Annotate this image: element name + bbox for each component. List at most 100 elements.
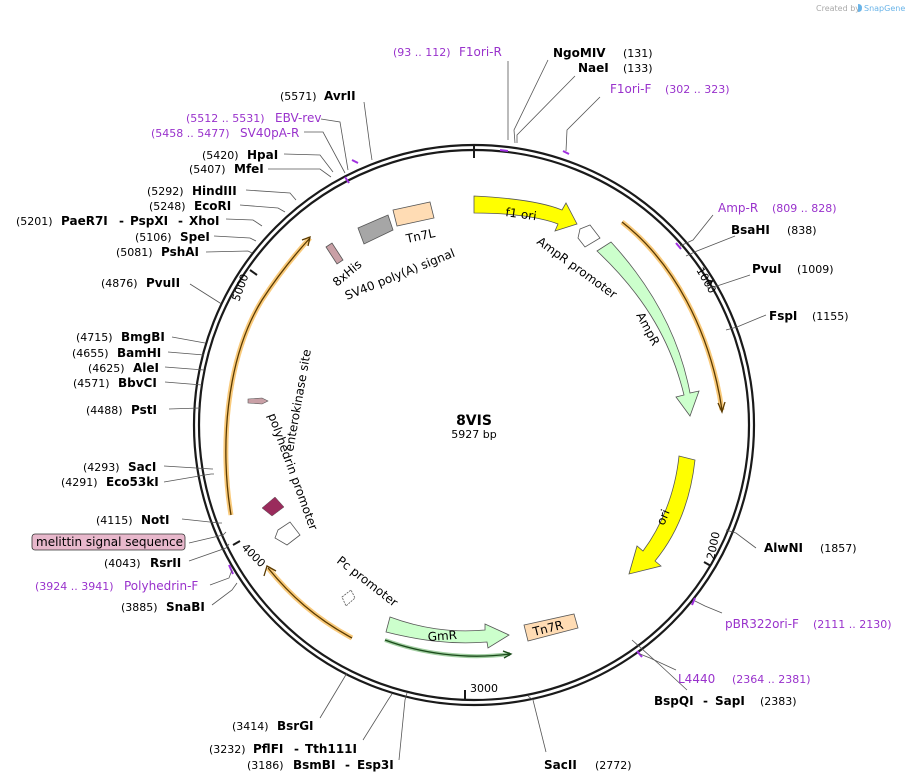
site-bbvci[interactable]: (4571) BbvCI (73, 376, 157, 390)
svg-text:BmgBI: BmgBI (121, 330, 165, 344)
svg-text:(5571): (5571) (280, 90, 317, 103)
orf-arc-right-arrow (717, 401, 726, 414)
gmr-orf-arc-line (384, 639, 511, 657)
site-pshai[interactable]: (5081) PshAI (116, 245, 199, 259)
svg-text:NotI: NotI (141, 513, 170, 527)
site-saci[interactable]: (4293) SacI (83, 460, 156, 474)
svg-text:(3186): (3186) (247, 759, 284, 772)
feature-melittin-signal-sequence[interactable]: melittin signal sequence (31, 533, 186, 551)
svg-text:(5248): (5248) (149, 200, 186, 213)
primer-f1ori-r[interactable]: (93 .. 112) F1ori-R (393, 45, 502, 59)
feature-sv40-polya[interactable]: SV40 poly(A) signal (343, 214, 457, 303)
svg-text:2000: 2000 (704, 531, 723, 561)
svg-text:PflFI: PflFI (253, 742, 283, 756)
site-avrii[interactable]: (5571) AvrII (280, 89, 356, 103)
polyhedrin-marker (261, 496, 285, 517)
svg-text:XhoI: XhoI (189, 214, 220, 228)
feature-gmr[interactable]: GmR (385, 616, 510, 649)
svg-text:SapI: SapI (715, 694, 745, 708)
svg-text:(4715): (4715) (76, 331, 113, 344)
orf-arc-left-line (225, 237, 311, 516)
primer-sv40pa-r[interactable]: (5458 .. 5477) SV40pA-R (151, 126, 299, 140)
site-bsahi[interactable]: BsaHI (838) (731, 223, 817, 237)
site-pflfi-tth111i[interactable]: (3232) PflFI - Tth111I (209, 742, 357, 756)
site-rsrii[interactable]: (4043) RsrII (104, 556, 181, 570)
site-hpai[interactable]: (5420) HpaI (202, 148, 278, 162)
primer-l4440[interactable]: L4440 (2364 .. 2381) (678, 672, 811, 686)
svg-text:PvuI: PvuI (752, 262, 782, 276)
svg-text:SacII: SacII (544, 758, 577, 772)
svg-text:(302 .. 323): (302 .. 323) (665, 83, 730, 96)
svg-text:(4043): (4043) (104, 557, 141, 570)
site-ecori[interactable]: (5248) EcoRI (149, 199, 231, 213)
site-bamhi[interactable]: (4655) BamHI (72, 346, 161, 360)
svg-text:SacI: SacI (128, 460, 156, 474)
svg-text:(4655): (4655) (72, 347, 109, 360)
svg-text:RsrII: RsrII (150, 556, 181, 570)
primer-marks (228, 149, 696, 658)
site-alwni[interactable]: AlwNI (1857) (764, 541, 857, 555)
site-naei[interactable]: NaeI (133) (578, 61, 653, 75)
svg-text:(3924 .. 3941): (3924 .. 3941) (35, 580, 114, 593)
primer-polyhedrin-f[interactable]: (3924 .. 3941) Polyhedrin-F (35, 579, 198, 593)
site-spei[interactable]: (5106) SpeI (135, 230, 210, 244)
svg-text:PvuII: PvuII (146, 276, 180, 290)
site-ngomiv[interactable]: NgoMIV (131) (553, 46, 653, 60)
site-eco53ki[interactable]: (4291) Eco53kI (61, 475, 159, 489)
site-snabi[interactable]: (3885) SnaBI (121, 600, 205, 614)
svg-text:f1 ori: f1 ori (505, 205, 538, 223)
svg-text:AlwNI: AlwNI (764, 541, 803, 555)
svg-text:(133): (133) (623, 62, 653, 75)
site-fspi[interactable]: FspI (1155) (769, 309, 849, 323)
site-bsrgi[interactable]: (3414) BsrGI (232, 719, 314, 733)
svg-text:HpaI: HpaI (247, 148, 278, 162)
site-noti[interactable]: (4115) NotI (96, 513, 170, 527)
feature-tn7l[interactable]: Tn7L (392, 201, 437, 246)
site-paer7i-pspxi-xhoi[interactable]: (5201) PaeR7I - PspXI - XhoI (16, 214, 220, 228)
svg-text:(1155): (1155) (812, 310, 849, 323)
svg-text:PaeR7I: PaeR7I (61, 214, 108, 228)
site-psti[interactable]: (4488) PstI (86, 403, 157, 417)
site-pvuii[interactable]: (4876) PvuII (101, 276, 180, 290)
svg-text:ori: ori (654, 507, 673, 527)
feature-tn7r[interactable]: Tn7R (523, 613, 579, 642)
svg-text:F1ori-R: F1ori-R (459, 45, 502, 59)
svg-text:BamHI: BamHI (117, 346, 161, 360)
svg-text:(5420): (5420) (202, 149, 239, 162)
primer-amp-r[interactable]: Amp-R (809 .. 828) (718, 201, 837, 215)
svg-text:enterokinase site: enterokinase site (282, 348, 314, 452)
site-bmgbi[interactable]: (4715) BmgBI (76, 330, 165, 344)
site-pvui[interactable]: PvuI (1009) (752, 262, 834, 276)
svg-text:NgoMIV: NgoMIV (553, 46, 606, 60)
svg-text:(5201): (5201) (16, 215, 53, 228)
plasmid-name: 8VIS (456, 413, 492, 429)
svg-text:-: - (119, 214, 124, 228)
site-alei[interactable]: (4625) AleI (88, 361, 159, 375)
svg-text:(2111 .. 2130): (2111 .. 2130) (813, 618, 892, 631)
svg-text:SV40pA-R: SV40pA-R (240, 126, 299, 140)
site-bsmbi-esp3i[interactable]: (3186) BsmBI - Esp3I (247, 758, 394, 772)
svg-text:(5292): (5292) (147, 185, 184, 198)
site-hindiii[interactable]: (5292) HindIII (147, 184, 237, 198)
site-mfei[interactable]: (5407) MfeI (189, 162, 264, 176)
created-by-text: Created by (816, 4, 860, 13)
feature-ampr[interactable]: AmpR (596, 241, 700, 417)
svg-text:SV40 poly(A) signal: SV40 poly(A) signal (343, 246, 457, 303)
feature-pc-promoter[interactable]: Pc promoter (334, 553, 400, 609)
svg-text:(4488): (4488) (86, 404, 123, 417)
svg-text:NaeI: NaeI (578, 61, 609, 75)
primer-pbr322ori-f[interactable]: pBR322ori-F (2111 .. 2130) (725, 617, 892, 631)
svg-text:(4625): (4625) (88, 362, 125, 375)
svg-text:(5407): (5407) (189, 163, 226, 176)
primer-ebv-rev[interactable]: (5512 .. 5531) EBV-rev (186, 111, 321, 125)
primer-f1ori-f[interactable]: F1ori-F (302 .. 323) (610, 82, 730, 96)
svg-text:(4291): (4291) (61, 476, 98, 489)
feature-ori[interactable]: ori (628, 455, 696, 575)
site-sacii[interactable]: SacII (2772) (544, 758, 632, 772)
plasmid-size: 5927 bp (451, 428, 496, 441)
site-bspqi-sapi[interactable]: BspQI - SapI (2383) (654, 694, 797, 708)
feature-f1-ori[interactable]: f1 ori (473, 195, 578, 232)
snapgene-brand: SnapGene (864, 4, 905, 13)
feature-ampr-promoter[interactable]: AmpR promoter (534, 224, 620, 302)
tick-5000: 5000 (230, 269, 258, 303)
